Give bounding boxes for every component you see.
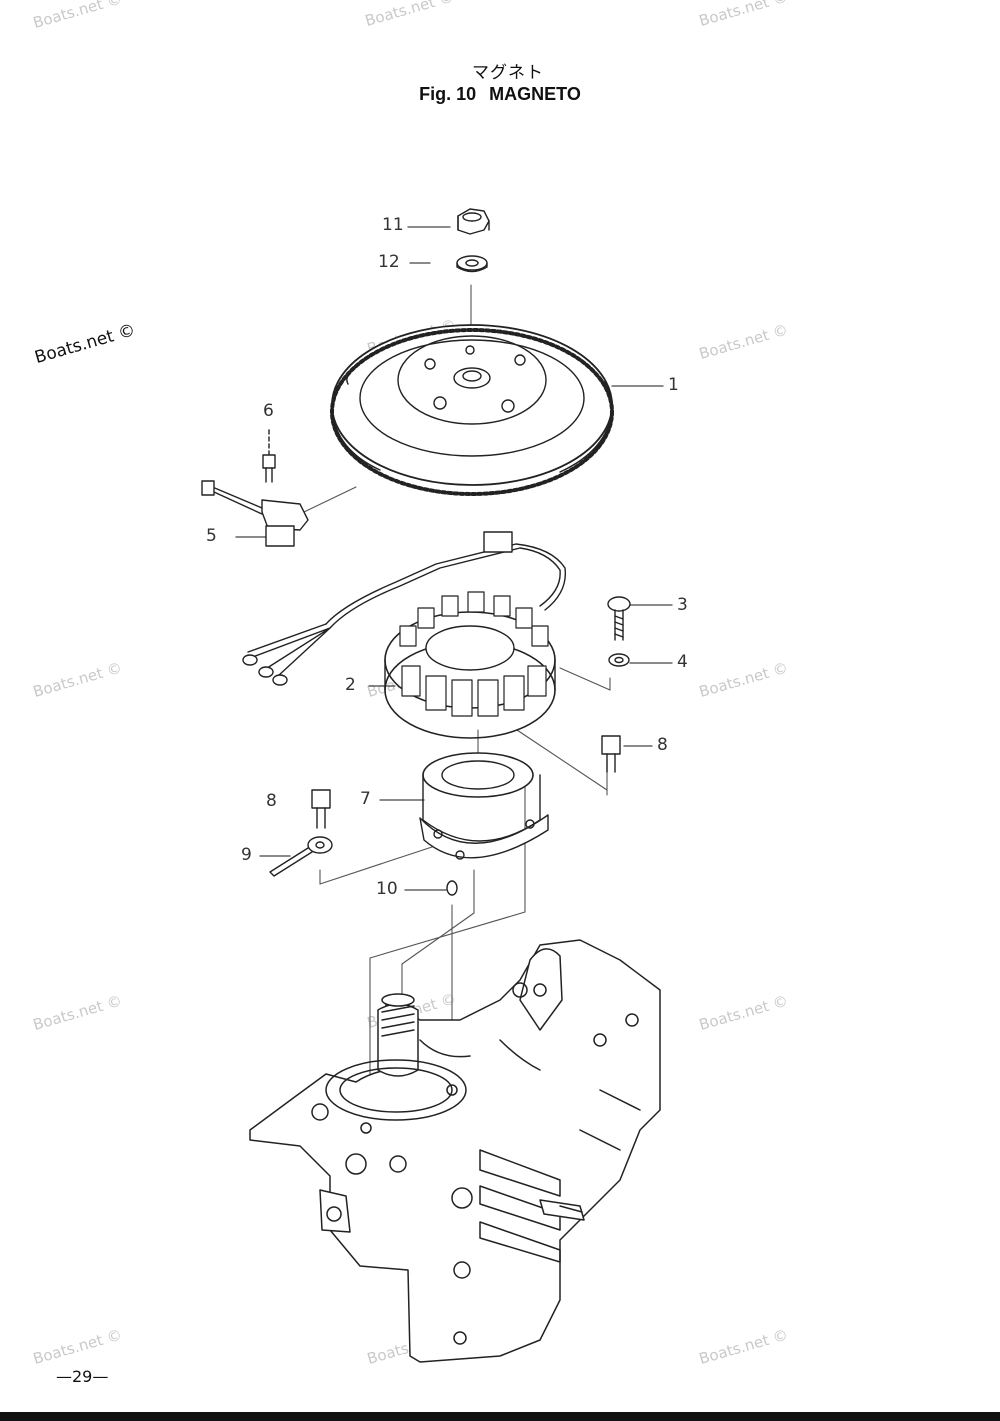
- figure-name: MAGNETO: [489, 84, 581, 104]
- callout-5: 5: [206, 526, 217, 546]
- screw-part-10: [446, 880, 458, 896]
- page-number: —29—: [56, 1367, 109, 1386]
- washer-part-4: [608, 653, 630, 667]
- bolt-part-6: [262, 429, 276, 483]
- figure-title: Fig. 10 MAGNETO: [0, 84, 1000, 105]
- bolt-part-8-right: [601, 735, 621, 773]
- washer-part-12: [456, 255, 488, 273]
- leader-lines: [235, 226, 673, 891]
- callout-8-right: 8: [657, 735, 668, 755]
- pulser-coil-part-5: [201, 480, 309, 547]
- callout-4: 4: [677, 652, 688, 672]
- screw-part-3: [607, 596, 631, 641]
- callout-2: 2: [345, 675, 356, 695]
- figure-title-japanese: マグネト: [472, 63, 544, 83]
- flywheel-part-1: [330, 324, 614, 496]
- bolt-part-8-left: [311, 789, 331, 829]
- callout-1: 1: [668, 375, 679, 395]
- nut-part-11: [457, 208, 490, 235]
- ground-lead-part-9: [269, 836, 333, 877]
- callout-9: 9: [241, 845, 252, 865]
- callout-11: 11: [382, 215, 404, 235]
- callout-10: 10: [376, 879, 398, 899]
- stator-part-2: [242, 531, 567, 739]
- callout-12: 12: [378, 252, 400, 272]
- figure-number: Fig. 10: [419, 84, 477, 104]
- callout-8-left: 8: [266, 791, 277, 811]
- bottom-border: [0, 1412, 1000, 1421]
- engine-crankcase: [249, 939, 661, 1363]
- callout-7: 7: [360, 789, 371, 809]
- stator-base-part-7: [419, 752, 549, 860]
- callout-3: 3: [677, 595, 688, 615]
- page-number-value: 29: [72, 1367, 93, 1386]
- callout-6: 6: [263, 401, 274, 421]
